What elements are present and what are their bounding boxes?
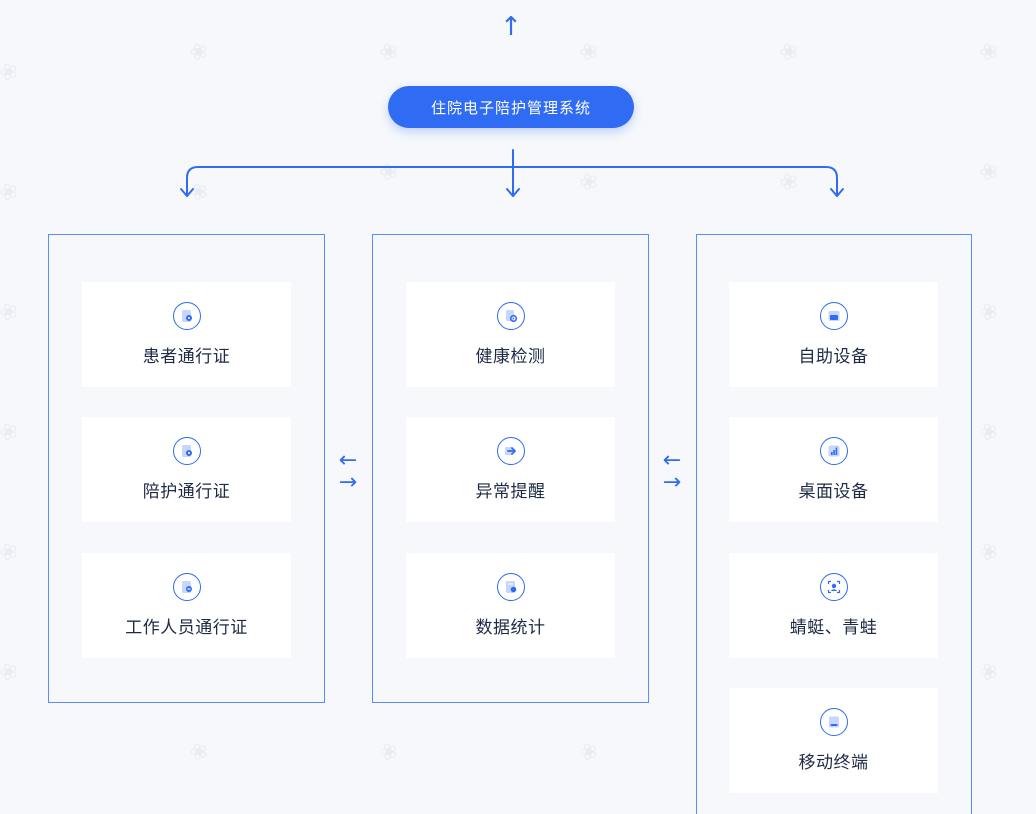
watermark-logo: ❀ [186,177,213,208]
card-label: 健康检测 [475,347,546,367]
card-label: 自助设备 [798,347,869,367]
watermark-logo: ❀ [776,37,803,68]
column-passes [48,234,325,703]
up-arrow-icon: ↑ [500,12,522,42]
card-companion-pass[interactable]: 陪护通行证 [82,417,291,522]
arrow-left-icon: ← [338,448,358,473]
document-chart-icon [496,573,525,601]
card-label: 蜻蜓、青蛙 [789,618,878,638]
watermark-logo: ❀ [186,37,213,68]
root-node[interactable]: 住院电子陪护管理系统 [388,86,634,128]
card-self-service-device[interactable]: 自助设备 [729,282,938,387]
card-label: 异常提醒 [475,482,546,502]
watermark-logo: ❀ [0,177,23,208]
arrow-left-icon: ← [662,448,682,473]
watermark-logo: ❀ [976,537,1003,568]
arrow-right-icon [496,437,525,465]
watermark-logo: ❀ [976,417,1003,448]
document-badge-icon [172,437,201,465]
watermark-logo: ❀ [976,657,1003,688]
card-mobile-terminal[interactable]: 移动终端 [729,688,938,793]
card-label: 工作人员通行证 [125,618,248,638]
card-data-stats[interactable]: 数据统计 [406,553,615,658]
card-label: 患者通行证 [142,347,231,367]
face-scan-icon [819,573,848,601]
watermark-logo: ❀ [0,417,23,448]
watermark-logo: ❀ [0,57,23,88]
card-label: 陪护通行证 [142,482,231,502]
arrow-right-icon: → [662,470,682,495]
kiosk-icon [819,302,848,330]
watermark-logo: ❀ [376,37,403,68]
card-dragonfly-frog[interactable]: 蜻蜓、青蛙 [729,553,938,658]
watermark-logo: ❀ [776,167,803,198]
card-anomaly-alert[interactable]: 异常提醒 [406,417,615,522]
column-monitoring [372,234,649,703]
swap-arrows-bc: ← → [657,450,687,494]
watermark-logo: ❀ [576,737,603,768]
watermark-logo: ❀ [0,657,23,688]
watermark-logo: ❀ [0,537,23,568]
card-health-check[interactable]: 健康检测 [406,282,615,387]
document-gear-icon [496,302,525,330]
arrow-right-icon: → [338,470,358,495]
bar-chart-icon [819,437,848,465]
card-desktop-device[interactable]: 桌面设备 [729,417,938,522]
document-badge-icon [172,302,201,330]
swap-arrows-ab: ← → [333,450,363,494]
column-devices [696,234,972,814]
watermark-logo: ❀ [976,157,1003,188]
watermark-logo: ❀ [976,37,1003,68]
card-label: 移动终端 [798,753,869,773]
watermark-logo: ❀ [576,167,603,198]
watermark-logo: ❀ [186,737,213,768]
watermark-logo: ❀ [376,157,403,188]
card-staff-pass[interactable]: 工作人员通行证 [82,553,291,658]
tablet-icon [819,708,848,736]
watermark-logo: ❀ [376,737,403,768]
card-label: 数据统计 [475,618,546,638]
watermark-logo: ❀ [976,297,1003,328]
watermark-logo: ❀ [576,37,603,68]
document-badge-icon [172,573,201,601]
watermark-logo: ❀ [0,297,23,328]
card-label: 桌面设备 [798,482,869,502]
card-patient-pass[interactable]: 患者通行证 [82,282,291,387]
